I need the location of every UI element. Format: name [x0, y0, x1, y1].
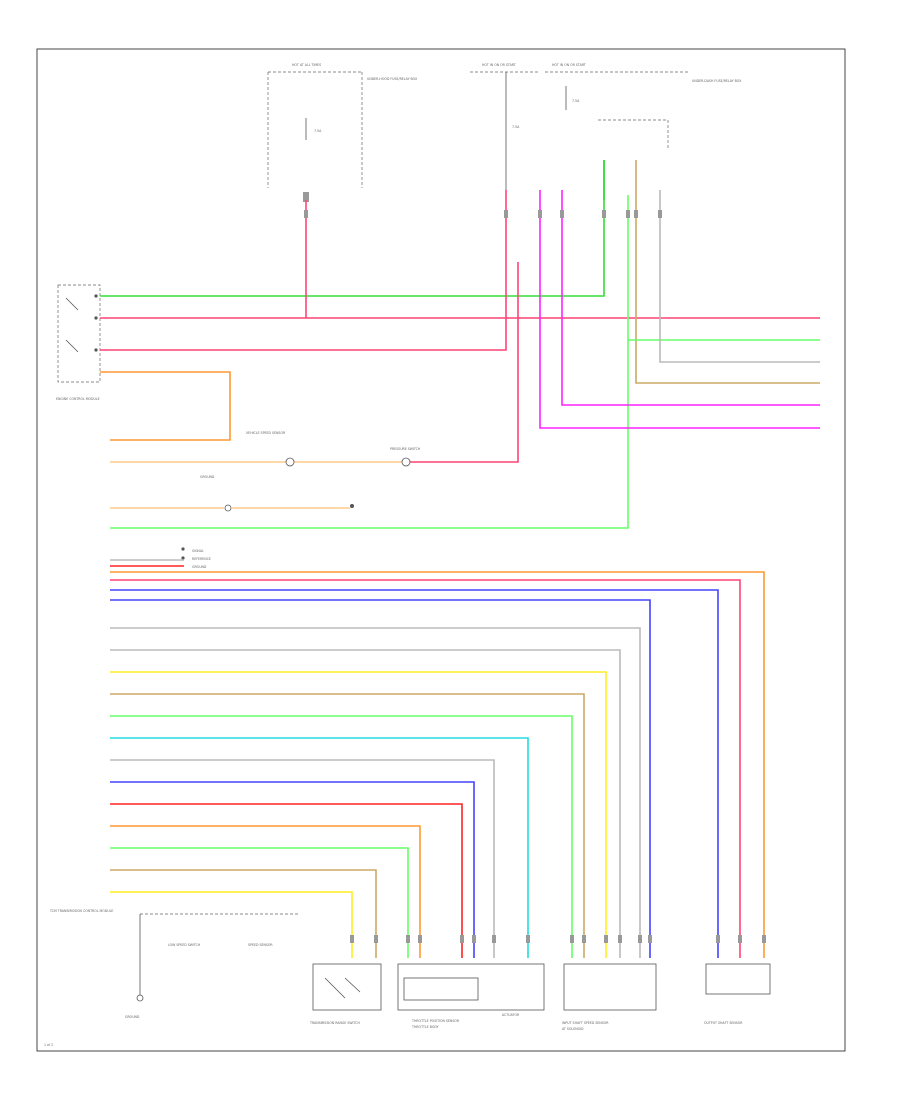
- bus-wire-15: [110, 825, 421, 958]
- top-connector-pin-0: [304, 210, 308, 218]
- vss-label: VEHICLE SPEED SENSOR: [246, 431, 286, 435]
- bus-pin-16: [406, 935, 410, 943]
- throttle-box: [397, 963, 545, 1011]
- bus-wire-13: [110, 781, 475, 958]
- bus-pin-4: [716, 935, 720, 943]
- output-shaft-box: [705, 963, 771, 995]
- bus-pin-3: [738, 935, 742, 943]
- top-connector-pin-4: [602, 210, 606, 218]
- wire-magenta-2: [561, 190, 820, 406]
- tcm-ground-label: GROUND: [125, 1015, 140, 1019]
- top-fuse-left: HOT AT ALL TIMES UNDER-HOOD FUSE/RELAY B…: [267, 63, 418, 202]
- fuse-left-rating: 7.5A: [314, 129, 322, 133]
- bus-wire-4: [110, 589, 719, 958]
- legend-line-2: REFERENCE: [192, 557, 211, 561]
- bus-wire-18: [110, 891, 353, 958]
- bus-wire-10: [110, 715, 573, 958]
- sensor-ground-label: GROUND: [200, 475, 215, 479]
- bus-wire-7: [110, 649, 621, 958]
- bus-pin-8: [604, 935, 608, 943]
- bus-wire-6: [110, 627, 641, 958]
- top-connector-pin-5: [626, 210, 630, 218]
- top-connector-pin-1: [504, 210, 508, 218]
- bus-wire-12: [110, 759, 495, 958]
- connector-pin: [303, 192, 309, 202]
- switch-a-label: LOW SPEED SWITCH: [168, 943, 201, 947]
- input-shaft-box: [563, 963, 657, 1011]
- bus-wire-11: [110, 737, 529, 958]
- bus-pin-13: [472, 935, 476, 943]
- bus-pin-12: [492, 935, 496, 943]
- wire-tan-right: [635, 160, 820, 384]
- tcm-bottom-left: TCM TRANSMISSION CONTROL MODULE LOW SPEE…: [49, 909, 300, 1019]
- upper-wires: [100, 160, 820, 529]
- input-label: INPUT SHAFT SPEED SENSOR: [562, 1021, 609, 1025]
- wire-pink-pressure: [410, 262, 519, 463]
- top-fuse-right: HOT IN ON OR START UNDER-DASH FUSE/RELAY…: [545, 63, 742, 150]
- bus-pin-18: [350, 935, 354, 943]
- wire-lightgreen-long: [110, 195, 629, 529]
- bottom-components: TRANSMISSION RANGE SWITCH THROTTLE POSIT…: [309, 963, 771, 1031]
- page-number: 1 of 2: [44, 1043, 53, 1047]
- throttle-sub-label: THROTTLE BODY: [411, 1025, 439, 1029]
- top-connector-pin-3: [560, 210, 564, 218]
- wire-green-top: [100, 160, 605, 297]
- switch-b-label: SPEED SENSOR: [248, 943, 273, 947]
- pressure-switch-label: PRESSURE SWITCH: [390, 447, 421, 451]
- bus-pin-14: [460, 935, 464, 943]
- trans-range-switch-box: [312, 963, 382, 1011]
- fuse-left-title: HOT AT ALL TIMES: [292, 63, 321, 67]
- actuator-label: ACTUATOR: [502, 1013, 520, 1017]
- ecm-label: ENGINE CONTROL MODULE: [56, 397, 100, 401]
- fuse-right-title: HOT IN ON OR START: [552, 63, 586, 67]
- wire-gray-right: [659, 190, 820, 363]
- bus-wire-8: [110, 671, 607, 958]
- bus-pin-9: [582, 935, 586, 943]
- diagram-frame: [36, 48, 846, 1052]
- bus-pin-6: [638, 935, 642, 943]
- bus-wire-5: [110, 599, 651, 958]
- bus-wire-9: [110, 693, 585, 958]
- signal-legend: SIGNAL REFERENCE GROUND: [181, 547, 211, 569]
- bus-wire-3: [110, 579, 741, 958]
- trans-label: TRANSMISSION RANGE SWITCH: [309, 1021, 360, 1025]
- fuse-right-box-label: UNDER-DASH FUSE/RELAY BOX: [692, 79, 742, 83]
- bus-pin-17: [374, 935, 378, 943]
- wire-orange-loop: [100, 371, 231, 441]
- fuse-mid-title: HOT IN ON OR START: [482, 63, 516, 67]
- top-connector-pin-7: [658, 210, 662, 218]
- bus-pin-2: [762, 935, 766, 943]
- tcm-title: TCM TRANSMISSION CONTROL MODULE: [49, 909, 113, 913]
- bus-pin-15: [418, 935, 422, 943]
- bus-pin-11: [526, 935, 530, 943]
- mid-sensors: VEHICLE SPEED SENSOR PRESSURE SWITCH GRO…: [200, 431, 421, 512]
- output-label: OUTPUT SHAFT SENSOR: [704, 1021, 743, 1025]
- bus-wire-14: [110, 803, 463, 958]
- legend-line-1: SIGNAL: [192, 549, 204, 553]
- top-connector-pin-2: [538, 210, 542, 218]
- top-connector-pin-6: [634, 210, 638, 218]
- legend-line-3: GROUND: [192, 565, 207, 569]
- fuse-mid-rating: 7.5A: [512, 125, 520, 129]
- bus-pin-7: [618, 935, 622, 943]
- bus-wire-2: [110, 571, 765, 958]
- throttle-label: THROTTLE POSITION SENSOR: [411, 1019, 460, 1023]
- fuse-right-rating: 7.5A: [572, 99, 580, 103]
- top-fuse-mid: HOT IN ON OR START 7.5A: [470, 63, 540, 190]
- bus-wires: [110, 559, 766, 958]
- wire-magenta-1: [539, 190, 820, 429]
- engine-control-module: ENGINE CONTROL MODULE: [56, 284, 101, 401]
- fuse-left-box-label: UNDER-HOOD FUSE/RELAY BOX: [367, 77, 418, 81]
- bus-wire-17: [110, 869, 377, 958]
- input-sub-label: AT SOLENOID: [562, 1027, 584, 1031]
- bus-pin-10: [570, 935, 574, 943]
- bus-wire-16: [110, 847, 409, 958]
- bus-pin-5: [648, 935, 652, 943]
- wire-pink-2: [100, 190, 507, 351]
